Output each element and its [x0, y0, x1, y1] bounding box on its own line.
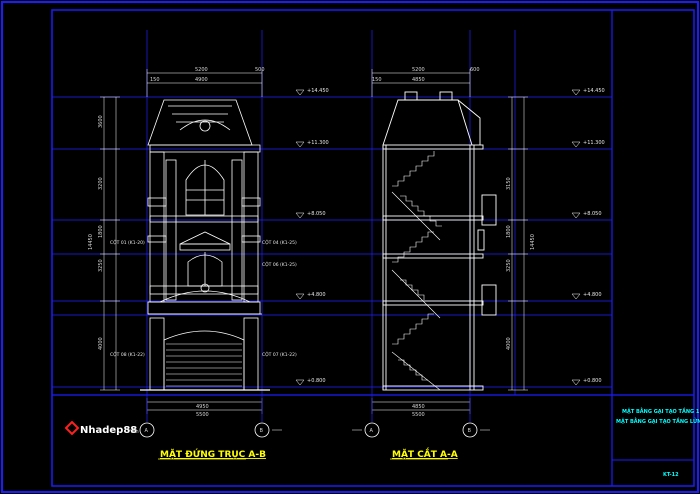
axis-bubble-a1 [139, 422, 155, 438]
dim-left-v2: 3200 [98, 177, 104, 190]
logo-icon [64, 420, 80, 436]
dim-left-v4: 4000 [98, 337, 104, 350]
dim-bottom-left-overall: 5500 [196, 412, 209, 418]
dim-right-v4: 1800 [506, 225, 512, 238]
right-vertical-dimensions [508, 96, 528, 391]
dim-right-v3: 4000 [506, 337, 512, 350]
dim-top-right-inner: 4850 [412, 77, 425, 83]
dim-bottom-right-overall: 5500 [412, 412, 425, 418]
level-left-3: +8.050 [307, 211, 326, 217]
dim-right-v1: 3150 [506, 177, 512, 190]
dim-top-right-edge: 150 [372, 77, 382, 83]
dim-right-total: 14450 [530, 234, 536, 250]
dim-left-total: 14450 [88, 234, 94, 250]
logo-suffix: .vn [131, 429, 139, 435]
level-left-2: +11.300 [307, 140, 329, 146]
dim-left-v3: 3250 [98, 259, 104, 272]
sheet-code: KT-12 [663, 472, 679, 478]
level-left-1: +14.450 [307, 88, 329, 94]
dim-top-left-overall: 5200 [195, 67, 208, 73]
front-elevation [140, 99, 270, 391]
axis-label-a2: A [370, 428, 374, 434]
dim-left-v5: 1800 [98, 225, 104, 238]
level-right-4: +4.800 [583, 292, 602, 298]
callout-col-04: CỘT 04 (K1-25) [262, 239, 297, 246]
dim-bottom-right-inner: 4850 [412, 404, 425, 410]
stairs [391, 151, 442, 391]
level-right-1: +14.450 [583, 88, 605, 94]
inner-frame [51, 9, 695, 487]
axis-label-b2: B [468, 428, 472, 434]
dim-top-right-offset: 600 [470, 67, 480, 73]
dim-right-v2: 3250 [506, 259, 512, 272]
level-right-5: +0.800 [583, 378, 602, 384]
dim-top-left-offset: 500 [255, 67, 265, 73]
axis-label-a1: A [145, 428, 149, 434]
note-line-2: MẶT BẰNG GẠI TẠO TẦNG LỬNG [616, 416, 700, 425]
level-marker-symbols [295, 89, 581, 386]
elevation-title: MẶT ĐỨNG TRỤC A-B [160, 448, 266, 460]
callout-col-06: CỘT 06 (K1-25) [262, 261, 297, 268]
dim-top-left-edge: 150 [150, 77, 160, 83]
callout-col-01: CỘT 01 (K1-20) [110, 239, 145, 246]
level-left-4: +4.800 [307, 292, 326, 298]
left-top-dimensions [146, 69, 263, 414]
dim-top-right-overall: 5200 [412, 67, 425, 73]
dim-bottom-left-inner: 4950 [196, 404, 209, 410]
axis-bubble-a2 [364, 422, 380, 438]
cross-section [382, 91, 497, 391]
axis-bubble-b1 [254, 422, 270, 438]
axis-bubble-b2 [462, 422, 478, 438]
axis-label-b1: B [260, 428, 264, 434]
logo-text: Nhadep88 [80, 425, 137, 436]
axis-bubbles [127, 395, 490, 438]
callout-col-07: CỘT 07 (K1-22) [262, 351, 297, 358]
level-right-3: +8.050 [583, 211, 602, 217]
level-right-2: +11.300 [583, 140, 605, 146]
left-vertical-dimensions [100, 96, 120, 391]
dim-left-v1: 3600 [98, 115, 104, 128]
level-left-5: +0.800 [307, 378, 326, 384]
note-line-1: MẶT BẰNG GẠI TẠO TẦNG 1 [622, 406, 700, 415]
callout-col-08: CỘT 08 (K1-22) [110, 351, 145, 358]
section-title: MẶT CẮT A-A [392, 447, 458, 460]
dim-top-left-inner: 4900 [195, 77, 208, 83]
